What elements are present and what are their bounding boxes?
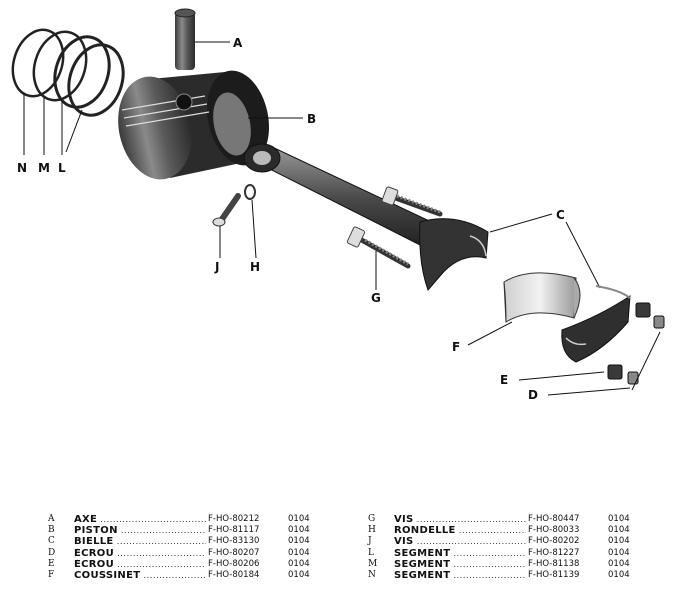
legend-part-number: F-HO-81227 [528, 547, 580, 558]
leader-h [251, 199, 257, 259]
callout-c: C [556, 208, 565, 222]
legend-quantity: 0104 [288, 536, 310, 547]
legend-part-name: ÉCROU [74, 559, 206, 570]
callout-e: E [500, 373, 508, 387]
callout-f: F [452, 340, 460, 354]
legend-part-name: BIELLE [74, 536, 206, 547]
legend-part-name: VIS [394, 514, 526, 525]
leader-d1 [547, 387, 631, 396]
callout-g: G [371, 291, 381, 305]
legend-quantity: 0104 [288, 525, 310, 536]
callout-b: B [307, 112, 316, 126]
legend-letter: H [368, 525, 376, 536]
legend-part-number: F-HO-81117 [208, 525, 260, 536]
leader-c-upper [489, 213, 553, 233]
legend-part-number: F-HO-80212 [208, 514, 260, 524]
callout-d: D [528, 388, 538, 402]
legend-part-name: SEGMENT [394, 570, 526, 581]
legend-letter: B [48, 525, 55, 536]
legend-letter: N [368, 569, 376, 580]
legend-part-name: SEGMENT [394, 548, 526, 559]
legend-part-name: RONDELLE [394, 525, 526, 536]
ring-l2 [67, 43, 125, 117]
ring-m [32, 30, 88, 102]
washer-h [244, 184, 256, 200]
legend-quantity: 0104 [608, 536, 630, 547]
legend-part-number: F-HO-80206 [208, 558, 260, 569]
leader-e [518, 371, 605, 381]
legend-part-number: F-HO-83130 [208, 536, 260, 547]
parts-legend: A AXEF-HO-80212 0104 B PISTONF-HO-81117 0104… [0, 514, 674, 594]
wrist-pin [174, 8, 196, 70]
legend-letter: F [48, 569, 55, 580]
leader-c-lower [565, 221, 601, 289]
legend-quantity: 0104 [288, 547, 310, 558]
callout-n: N [17, 161, 27, 175]
leader-f [467, 321, 513, 346]
legend-part-name: AXE [74, 514, 206, 525]
bearing-shells [503, 272, 581, 323]
legend-part-number: F-HO-81139 [528, 569, 580, 580]
legend-quantity: 0104 [288, 558, 310, 569]
legend-part-number: F-HO-80202 [528, 536, 580, 547]
bolt-g [346, 186, 443, 269]
legend-part-name: VIS [394, 536, 526, 547]
callout-j: J [214, 260, 219, 274]
legend-letter: D [48, 547, 56, 558]
legend-quantity: 0104 [608, 569, 630, 580]
legend-quantity: 0104 [608, 525, 630, 536]
legend-quantity: 0104 [608, 514, 630, 524]
legend-letter: E [48, 558, 55, 569]
legend-part-name: SEGMENT [394, 559, 526, 570]
legend-part-number: F-HO-81138 [528, 558, 580, 569]
legend-part-number: F-HO-80184 [208, 569, 260, 580]
legend-part-number: F-HO-80207 [208, 547, 260, 558]
nuts [607, 302, 665, 385]
legend-quantity: 0104 [608, 547, 630, 558]
legend-letter: G [368, 514, 376, 524]
callout-a: A [233, 36, 243, 50]
legend-part-name: COUSSINET [74, 570, 206, 581]
callout-l: L [58, 161, 66, 175]
connecting-rod [243, 143, 489, 291]
piston [118, 70, 269, 180]
legend-letter: A [48, 514, 55, 524]
ring-leaders [23, 93, 83, 155]
callout-m: M [38, 161, 50, 175]
legend-letter: L [368, 547, 374, 558]
piston-rings [11, 28, 125, 117]
legend-quantity: 0104 [288, 569, 310, 580]
legend-letter: C [48, 536, 55, 547]
callout-h: H [250, 260, 260, 274]
ring-n [11, 28, 65, 98]
legend-quantity: 0104 [288, 514, 310, 524]
rod-cap [561, 285, 631, 363]
legend-part-number: F-HO-80033 [528, 525, 580, 536]
legend-letter: J [368, 536, 372, 547]
leader-d2 [631, 331, 661, 391]
screw-j [212, 193, 241, 227]
ring-l1 [53, 35, 111, 109]
legend-part-number: F-HO-80447 [528, 514, 580, 524]
legend-part-name: PISTON [74, 525, 206, 536]
legend-letter: M [368, 558, 378, 569]
legend-part-name: ÉCROU [74, 548, 206, 559]
legend-quantity: 0104 [608, 558, 630, 569]
